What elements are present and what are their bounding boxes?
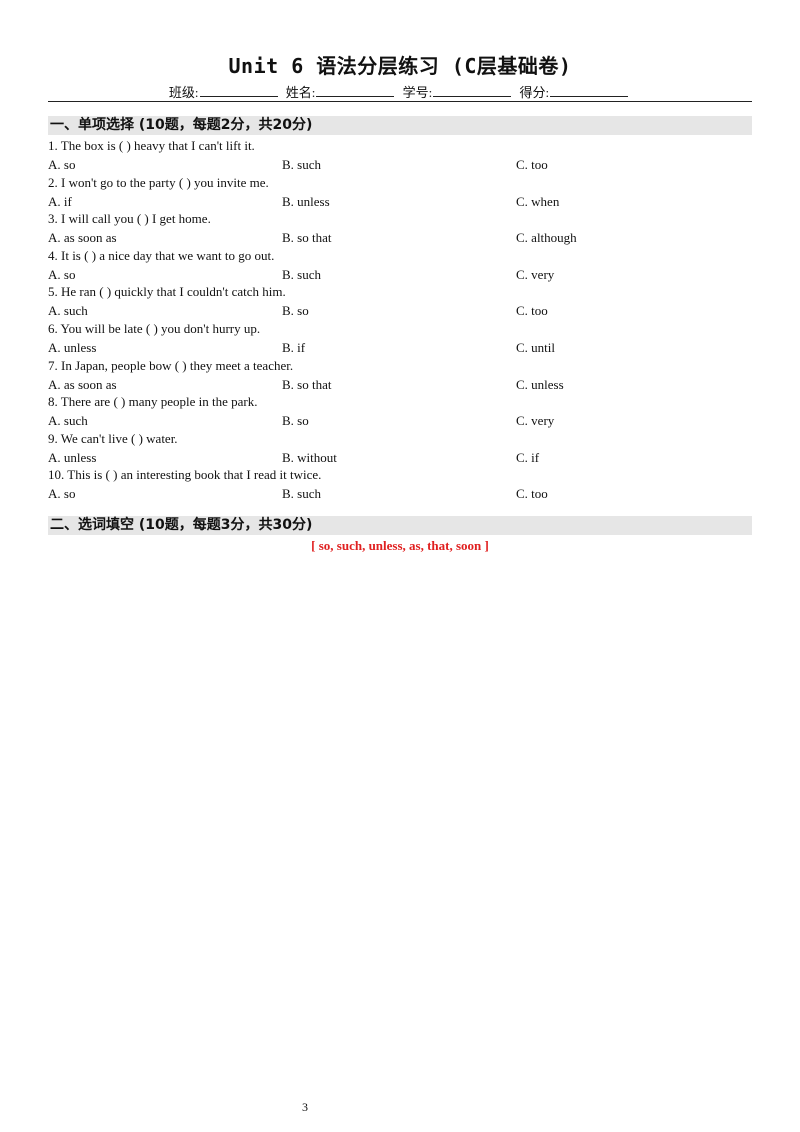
option-c[interactable]: C. unless	[516, 376, 564, 392]
name-field: 姓名:	[286, 82, 398, 101]
section-heading-fill-in: 二、选词填空 (10题，每题3分，共30分)	[48, 516, 752, 535]
option-c[interactable]: C. when	[516, 193, 560, 209]
page-title: Unit 6 语法分层练习 (C层基础卷)	[228, 54, 572, 78]
answer-options: A. unless B. if C. until	[48, 339, 752, 357]
option-a[interactable]: A. such	[48, 413, 88, 429]
score-field: 得分:	[520, 82, 632, 101]
question-item: 5. He ran ( ) quickly that I couldn't ca…	[48, 283, 752, 320]
answer-options: A. as soon as B. so that C. unless	[48, 376, 752, 394]
question-stem: 9. We can't live ( ) water.	[48, 430, 178, 446]
question-item: 1. The box is ( ) heavy that I can't lif…	[48, 137, 752, 174]
id-field: 学号:	[403, 82, 515, 101]
name-label: 姓名:	[285, 85, 316, 100]
question-item: 7. In Japan, people bow ( ) they meet a …	[48, 357, 752, 394]
question-stem: 10. This is ( ) an interesting book that…	[48, 467, 322, 483]
option-b[interactable]: B. such	[282, 157, 321, 172]
option-b[interactable]: B. so	[282, 413, 309, 429]
name-blank[interactable]	[316, 83, 395, 97]
answer-options: A. unless B. without C. if	[48, 449, 752, 467]
student-info-row: 班级: 姓名: 学号: 得分:	[0, 82, 800, 101]
section-heading-multiple-choice: 一、单项选择 (10题，每题2分，共20分)	[48, 116, 752, 135]
class-blank[interactable]	[199, 83, 278, 97]
question-item: 8. There are ( ) many people in the park…	[48, 393, 752, 430]
option-a[interactable]: A. unless	[48, 449, 97, 465]
page-number: 3	[302, 1100, 308, 1114]
option-a[interactable]: A. so	[48, 486, 76, 502]
question-stem: 2. I won't go to the party ( ) you invit…	[48, 174, 269, 190]
option-c[interactable]: C. very	[516, 413, 555, 429]
option-a[interactable]: A. as soon as	[48, 230, 117, 246]
option-b[interactable]: B. unless	[282, 193, 330, 209]
word-bank: [ so, such, unless, as, that, soon ]	[311, 538, 489, 553]
option-c[interactable]: C. very	[516, 266, 555, 282]
question-stem: 6. You will be late ( ) you don't hurry …	[48, 321, 261, 336]
option-c[interactable]: C. too	[516, 157, 548, 172]
answer-options: A. so B. such C. too	[48, 485, 752, 503]
option-c[interactable]: C. if	[516, 449, 540, 465]
answer-options: A. if B. unless C. when	[48, 193, 752, 211]
question-stem: 4. It is ( ) a nice day that we want to …	[48, 247, 275, 263]
question-stem: 1. The box is ( ) heavy that I can't lif…	[48, 138, 255, 153]
option-a[interactable]: A. unless	[48, 340, 97, 355]
header-divider	[48, 101, 752, 102]
question-item: 2. I won't go to the party ( ) you invit…	[48, 174, 752, 211]
question-item: 9. We can't live ( ) water. A. unless B. w…	[48, 430, 752, 467]
option-a[interactable]: A. such	[48, 303, 88, 319]
id-blank[interactable]	[433, 83, 512, 97]
option-a[interactable]: A. as soon as	[48, 376, 117, 392]
question-item: 3. I will call you ( ) I get home. A. as …	[48, 210, 752, 247]
option-c[interactable]: C. too	[516, 303, 548, 319]
answer-options: A. so B. such C. very	[48, 266, 752, 284]
option-b[interactable]: B. so that	[282, 376, 332, 392]
option-c[interactable]: C. too	[516, 486, 548, 502]
answer-options: A. so B. such C. too	[48, 156, 752, 174]
option-b[interactable]: B. such	[282, 266, 321, 282]
score-blank[interactable]	[550, 83, 629, 97]
option-c[interactable]: C. until	[516, 340, 556, 355]
option-b[interactable]: B. such	[282, 486, 321, 502]
question-stem: 5. He ran ( ) quickly that I couldn't ca…	[48, 284, 286, 300]
answer-options: A. as soon as B. so that C. although	[48, 229, 752, 247]
option-a[interactable]: A. so	[48, 157, 76, 172]
option-b[interactable]: B. so	[282, 303, 309, 319]
class-field: 班级:	[169, 82, 281, 101]
score-label: 得分:	[519, 85, 550, 100]
option-b[interactable]: B. so that	[282, 230, 332, 246]
option-a[interactable]: A. if	[48, 193, 72, 209]
option-b[interactable]: B. if	[282, 340, 306, 355]
option-c[interactable]: C. although	[516, 230, 577, 246]
question-stem: 3. I will call you ( ) I get home.	[48, 211, 211, 227]
class-label: 班级:	[168, 85, 199, 100]
option-b[interactable]: B. without	[282, 449, 337, 465]
answer-options: A. such B. so C. too	[48, 302, 752, 320]
question-stem: 8. There are ( ) many people in the park…	[48, 394, 258, 410]
question-item: 6. You will be late ( ) you don't hurry …	[48, 320, 752, 357]
question-item: 4. It is ( ) a nice day that we want to …	[48, 247, 752, 284]
option-a[interactable]: A. so	[48, 266, 76, 282]
question-stem: 7. In Japan, people bow ( ) they meet a …	[48, 357, 294, 373]
id-label: 学号:	[402, 85, 433, 100]
answer-options: A. such B. so C. very	[48, 412, 752, 430]
question-item: 10. This is ( ) an interesting book that…	[48, 466, 752, 503]
